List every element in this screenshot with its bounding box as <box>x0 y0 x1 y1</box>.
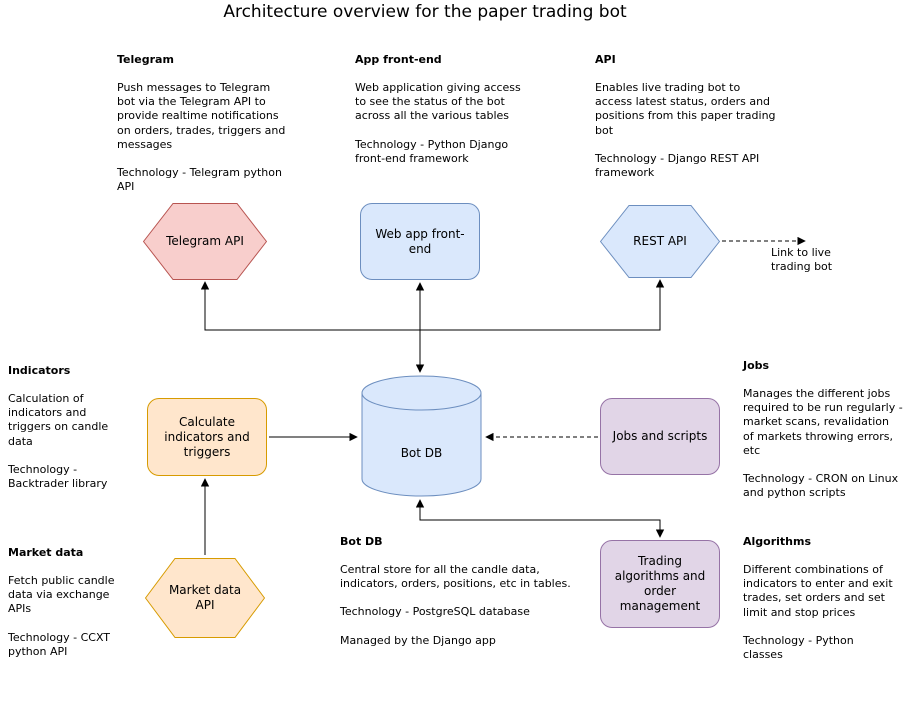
jobs-section-heading: Jobs <box>743 359 770 372</box>
api-section-heading: API <box>595 53 616 66</box>
hexagon-shape <box>143 203 267 280</box>
hexagon-shape <box>145 558 265 638</box>
database-cylinder-shape <box>361 375 482 497</box>
market-data-section-tech: Technology - CCXT python API <box>8 630 111 658</box>
indicators-section: Indicators Calculation of indicators and… <box>8 364 122 505</box>
jobs-section: Jobs Manages the different jobs required… <box>743 359 903 514</box>
telegram-section: Telegram Push messages to Telegram bot v… <box>117 53 289 208</box>
api-section-text: Enables live trading bot to access lates… <box>595 81 776 137</box>
indicators-section-tech: Technology - Backtrader library <box>8 462 108 491</box>
node-jobs-and-scripts-label: Jobs and scripts <box>612 429 708 443</box>
bot-db-section-text: Central store for all the candle data, i… <box>340 563 571 591</box>
telegram-section-heading: Telegram <box>117 53 174 66</box>
node-jobs-and-scripts: Jobs and scripts <box>600 398 720 475</box>
node-market-data-api-label: Market data API <box>168 583 242 612</box>
node-web-app-frontend: Web app front-end <box>360 203 480 280</box>
node-calculate-indicators-label: Calculate indicators and triggers <box>164 414 250 459</box>
market-data-section: Market data Fetch public candle data via… <box>8 546 130 673</box>
app-frontend-section-heading: App front-end <box>355 53 442 66</box>
node-trading-algorithms: Trading algorithms and order management <box>600 540 720 628</box>
node-rest-api: REST API <box>600 205 720 278</box>
jobs-section-text: Manages the different jobs required to b… <box>743 387 903 457</box>
app-frontend-section-text: Web application giving access to see the… <box>355 81 521 123</box>
api-section: API Enables live trading bot to access l… <box>595 53 777 194</box>
bot-db-section-heading: Bot DB <box>340 535 383 548</box>
diagram-title: Architecture overview for the paper trad… <box>223 2 627 22</box>
link-to-live-trading-bot-label: Link to live trading bot <box>771 246 833 274</box>
node-market-data-api: Market data API <box>145 558 265 638</box>
node-telegram-api-label: Telegram API <box>166 234 244 248</box>
market-data-section-text: Fetch public candle data via exchange AP… <box>8 574 115 616</box>
node-calculate-indicators: Calculate indicators and triggers <box>147 398 267 476</box>
bot-db-section-tech: Technology - PostgreSQL database <box>340 605 530 619</box>
node-bot-db: Bot DB <box>361 375 482 497</box>
node-trading-algorithms-label: Trading algorithms and order management <box>614 554 706 613</box>
node-web-app-frontend-label: Web app front-end <box>375 226 465 256</box>
hexagon-shape <box>600 205 720 278</box>
market-data-section-heading: Market data <box>8 546 84 559</box>
connector-branch-telegram-restapi <box>200 279 665 331</box>
telegram-section-text: Push messages to Telegram bot via the Te… <box>117 81 286 151</box>
node-telegram-api: Telegram API <box>143 203 267 280</box>
telegram-section-tech: Technology - Telegram python API <box>117 166 282 194</box>
algorithms-section: Algorithms Different combinations of ind… <box>743 535 895 676</box>
app-frontend-section: App front-end Web application giving acc… <box>355 53 535 180</box>
connector-botdb-tradingalgos <box>415 499 665 538</box>
indicators-section-heading: Indicators <box>8 364 71 377</box>
algorithms-section-heading: Algorithms <box>743 535 812 548</box>
app-frontend-section-tech: Technology - Python Django front-end fra… <box>355 137 509 165</box>
algorithms-section-text: Different combinations of indicators to … <box>743 563 893 619</box>
bot-db-section-managed: Managed by the Django app <box>340 633 496 647</box>
algorithms-section-tech: Technology - Python classes <box>743 633 854 662</box>
node-bot-db-label: Bot DB <box>400 446 443 460</box>
indicators-section-text: Calculation of indicators and triggers o… <box>8 392 109 448</box>
api-section-tech: Technology - Django REST API framework <box>595 151 760 180</box>
node-rest-api-label: REST API <box>633 234 687 248</box>
bot-db-section: Bot DB Central store for all the candle … <box>340 535 578 662</box>
jobs-section-tech: Technology - CRON on Linux and python sc… <box>743 472 899 500</box>
